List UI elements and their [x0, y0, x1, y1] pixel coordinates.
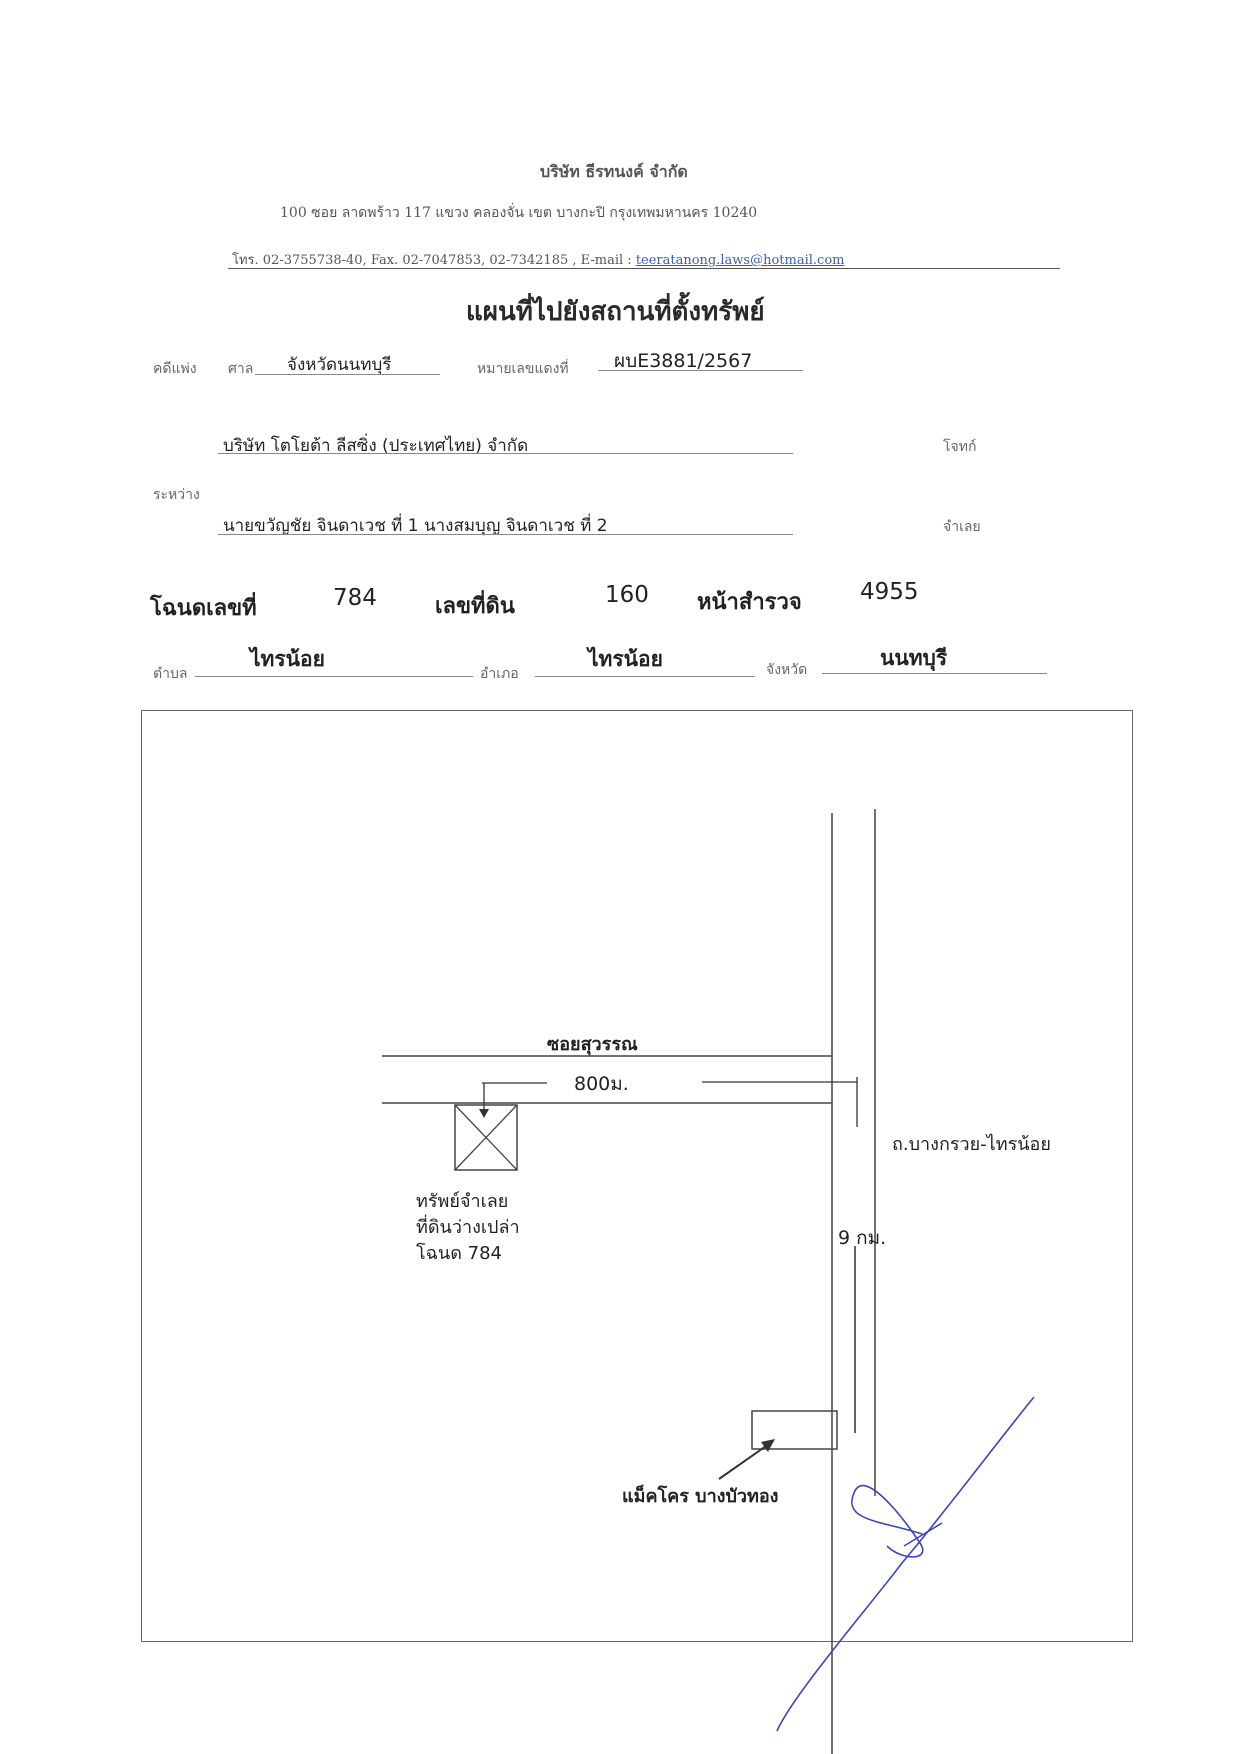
map-drawing: [382, 809, 1035, 1754]
between-label: ระหว่าง: [153, 487, 200, 503]
survey-page-number: 4955: [860, 579, 919, 605]
signature-flourish: [903, 1522, 943, 1547]
email-link[interactable]: teeratanong.laws@hotmail.com: [635, 253, 845, 268]
company-contact: โทร. 02-3755738-40, Fax. 02-7047853, 02-…: [232, 249, 844, 270]
province-underline: [822, 673, 1047, 674]
defendant-value: นายขวัญชัย จินดาเวช ที่ 1 นางสมบุญ จินดา…: [223, 516, 608, 536]
landmark-label: แม็คโคร บางบัวทอง: [622, 1486, 779, 1507]
company-address: 100 ซอย ลาดพร้าว 117 แขวง คลองจั่น เขต บ…: [280, 205, 758, 221]
tambon-underline: [195, 676, 473, 677]
tambon-label: ตำบล: [153, 666, 188, 682]
contact-text: โทร. 02-3755738-40, Fax. 02-7047853, 02-…: [232, 253, 636, 268]
case-label: คดีแพ่ง: [153, 361, 197, 377]
property-description: ทรัพย์จำเลย ที่ดินว่างเปล่า โฉนด 784: [416, 1189, 520, 1267]
province-value: นนทบุรี: [880, 646, 948, 670]
amphoe-underline: [535, 676, 755, 677]
plaintiff-value: บริษัท โตโยต้า ลีสซิ่ง (ประเทศไทย) จำกัด: [223, 436, 529, 456]
amphoe-value: ไทรน้อย: [588, 647, 663, 671]
property-deed-line: โฉนด 784: [416, 1243, 503, 1264]
main-road-distance-label: 9 กม.: [838, 1227, 887, 1249]
landmark-arrow-head: [761, 1439, 775, 1452]
tambon-value: ไทรน้อย: [250, 647, 325, 671]
amphoe-label: อำเภอ: [480, 666, 519, 682]
page-title: แผนที่ไปยังสถานที่ตั้งทรัพย์: [466, 297, 765, 327]
signature-loop: [851, 1485, 924, 1558]
property-owner-line: ทรัพย์จำเลย: [416, 1191, 509, 1212]
property-plot-cross-b: [454, 1104, 518, 1171]
signature: [776, 1396, 1035, 1732]
court-value: จังหวัดนนทบุรี: [287, 355, 392, 375]
province-label: จังหวัด: [766, 662, 808, 678]
deed-number: 784: [333, 585, 377, 611]
court-label: ศาล: [228, 361, 254, 377]
land-number-label: เลขที่ดิน: [435, 594, 515, 619]
soi-distance-label: 800ม.: [574, 1073, 629, 1095]
property-plot: [454, 1104, 518, 1171]
company-name: บริษัท ธีรทนงค์ จำกัด: [540, 162, 688, 181]
plaintiff-label: โจทก์: [943, 439, 977, 455]
property-arrow-head: [479, 1109, 489, 1118]
soi-name-label: ซอยสุวรรณ: [547, 1034, 638, 1055]
plaintiff-underline: [218, 453, 793, 454]
landmark-arrow-line: [718, 1443, 770, 1480]
defendant-underline: [218, 534, 793, 535]
landmark-building: [751, 1410, 838, 1450]
survey-page-label: หน้าสำรวจ: [697, 590, 802, 615]
deed-label: โฉนดเลขที่: [150, 596, 257, 621]
case-number-underline: [598, 370, 803, 371]
defendant-label: จำเลย: [943, 519, 981, 535]
location-map: ซอยสุวรรณ 800ม. ถ.บางกรวย-ไทรน้อย 9 กม. …: [141, 710, 1133, 1754]
land-number: 160: [605, 582, 649, 608]
property-type-line: ที่ดินว่างเปล่า: [416, 1217, 520, 1238]
letterhead-divider: [228, 268, 1060, 269]
main-road-name-label: ถ.บางกรวย-ไทรน้อย: [892, 1134, 1051, 1155]
case-number-value: ผบE3881/2567: [614, 350, 753, 372]
case-number-label: หมายเลขแดงที่: [477, 361, 569, 377]
court-underline: [255, 374, 440, 375]
